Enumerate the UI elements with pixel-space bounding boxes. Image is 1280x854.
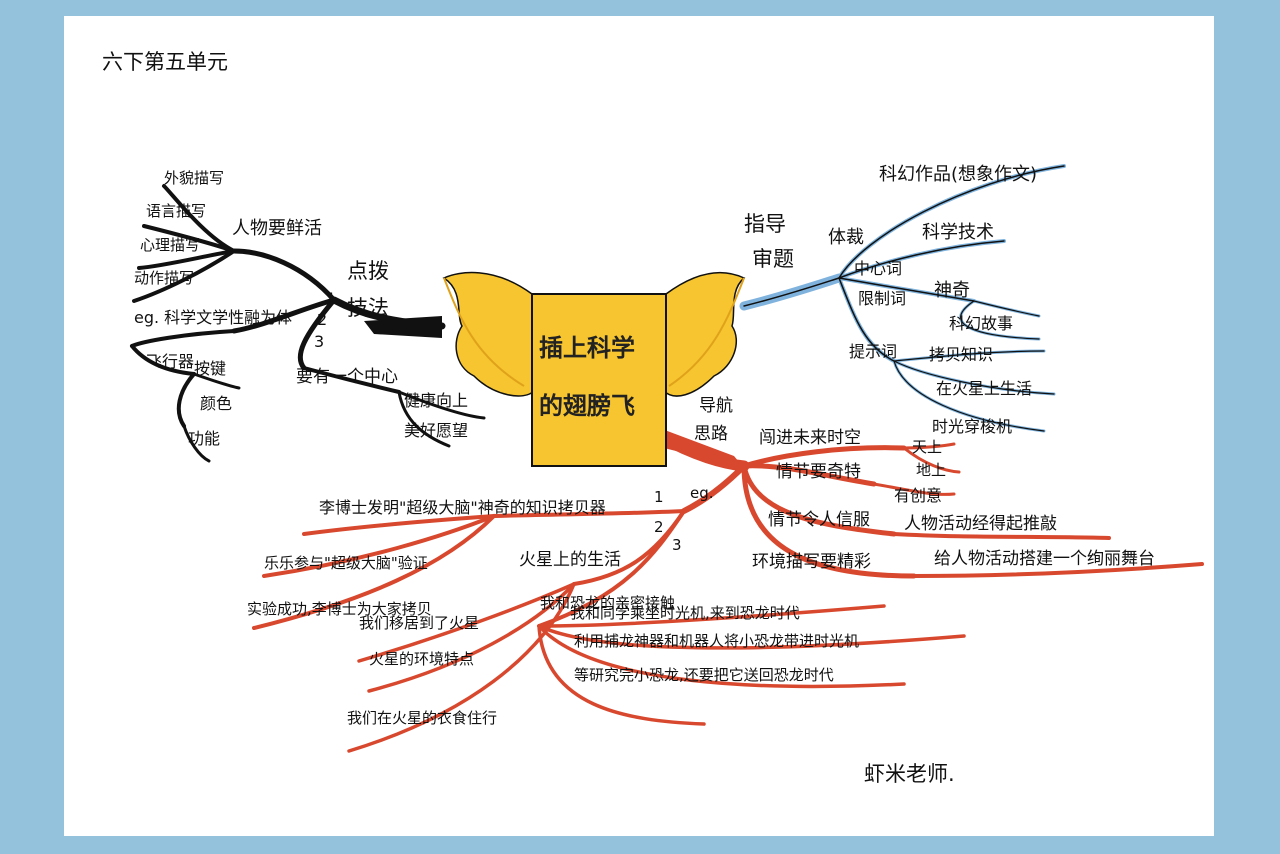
point-label: 情节要奇特 [776,462,861,482]
example2-label: 火星上的生活 [519,550,621,570]
center-idea-label: 要有一个中心 [296,367,398,387]
daohang-branch-lines [252,430,1204,753]
center-idea-item: 健康向上 [404,391,469,410]
center-title-line1: 插上科学 [539,334,635,362]
point-label: 情节令人信服 [768,510,870,530]
center-title-line2: 的翅膀飞 [539,392,635,420]
character-item: 语言描写 [146,202,207,220]
science-label: eg. 科学文学性融为体 [134,308,293,327]
dianbo-branch-lines [130,184,486,463]
example1-label: 李博士发明"超级大脑"神奇的知识拷贝器 [319,498,606,517]
unit-title: 六下第五单元 [102,50,228,74]
dianbo-title-line1: 点拨 [347,259,389,283]
point-item: 天上 [912,438,943,456]
hint-word-value: 拷贝知识 [929,345,994,364]
dianbo-number-1: 1 [326,289,337,308]
zhidao-title-line1: 指导 [744,212,786,236]
mind-map-branches [130,164,1204,753]
center-idea-item: 美好愿望 [404,421,469,440]
daohang-number-2: 2 [654,518,664,536]
dianbo-trunk-wedge [364,316,442,338]
right-wing-icon [663,271,746,397]
zhidao-title-line2: 审题 [752,247,794,271]
example3-item: 我和同学乘坐时光机,来到恐龙时代 [570,604,800,622]
daohang-eg: eg. [690,484,714,502]
daohang-title-line2: 思路 [694,424,728,444]
point-item: 地上 [916,461,947,479]
limit-word-value: 神奇 [934,280,970,301]
right-wing-feather-icon [668,277,745,387]
example3-item: 等研究完小恐龙,还要把它送回恐龙时代 [574,666,834,684]
point-item: 有创意 [894,486,943,505]
signature: 虾米老师. [864,762,955,786]
limit-word-value: 科幻故事 [949,314,1014,333]
character-item: 动作描写 [134,269,195,287]
center-card [531,293,667,467]
point-item: 人物活动经得起推敲 [904,514,1057,534]
science-item: 颜色 [200,394,233,413]
character-item: 外貌描写 [164,169,225,187]
limit-word-label: 限制词 [858,289,907,308]
daohang-title-line1: 导航 [699,396,733,416]
example1-item: 实验成功,李博士为大家拷贝 [247,600,432,618]
daohang-trunk-wedge [654,426,744,468]
character-label: 人物要鲜活 [232,218,322,239]
center-word-value: 科学技术 [922,222,994,243]
science-sublabel: 飞行器 [146,352,195,371]
hint-word-value: 在火星上生活 [936,379,1033,398]
point-item: 给人物活动搭建一个绚丽舞台 [934,549,1155,569]
dianbo-number-3: 3 [314,332,325,351]
center-word-label: 中心词 [854,259,903,278]
genre-value: 科幻作品(想象作文) [879,164,1038,185]
genre-label: 体裁 [828,227,864,248]
point-label: 闯进未来时空 [759,428,861,448]
dianbo-title-line2: 技法 [347,296,389,320]
daohang-number-1: 1 [654,488,664,506]
example3-label: 我和恐龙的亲密接触 [540,594,676,612]
example3-item: 利用捕龙神器和机器人将小恐龙带进时光机 [574,632,860,650]
daohang-number-3: 3 [672,536,682,554]
example2-item: 我们在火星的衣食住行 [347,709,498,727]
zhidao-branch-ink [743,165,1065,432]
hint-word-value: 时光穿梭机 [932,417,1013,436]
hint-word-label: 提示词 [849,342,898,361]
science-item: 功能 [188,429,221,448]
mind-map-paper: 六下第五单元 插上科学 的翅膀飞 点拨 技法 1 2 3 人物要鲜活 外貌描写 … [64,16,1214,836]
science-item: 按键 [194,359,227,378]
character-item: 心理描写 [140,236,201,254]
dianbo-number-2: 2 [317,310,328,329]
left-wing-icon [442,271,535,397]
example1-item: 乐乐参与"超级大脑"验证 [264,554,428,572]
point-label: 环境描写要精彩 [752,552,871,572]
example2-item: 我们移居到了火星 [359,614,480,632]
example2-item: 火星的环境特点 [369,650,475,668]
left-wing-feather-icon [443,277,525,387]
